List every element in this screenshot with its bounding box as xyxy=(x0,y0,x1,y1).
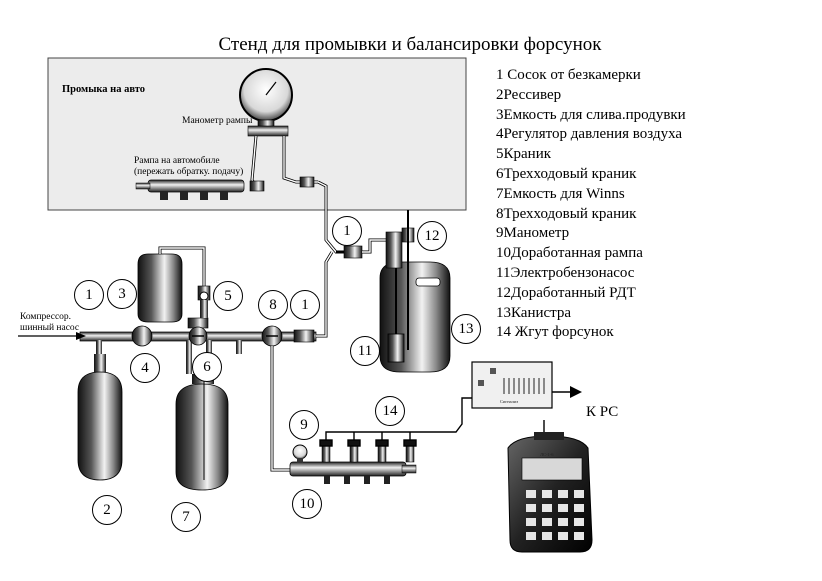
callout-11: 11 xyxy=(350,336,380,366)
diagnostic-tester xyxy=(507,420,593,553)
legend-item: 10Доработанная рампа xyxy=(496,245,643,262)
legend-item: 1 Сосок от безкамерки xyxy=(496,67,641,83)
callout-14: 14 xyxy=(375,396,405,426)
callout-12: 12 xyxy=(417,221,447,251)
legend-item: 6Трехходовый краник xyxy=(496,165,637,182)
legend-item: 9Манометр xyxy=(496,225,570,242)
legend-item: 11Электробензонасос xyxy=(496,264,635,281)
callout-13: 13 xyxy=(451,314,481,344)
canister-assembly xyxy=(336,210,451,373)
pc-label: К РС xyxy=(586,404,619,420)
diagram-title: Стенд для промывки и балансировки форсун… xyxy=(218,34,602,55)
controller-label: Сигнализ xyxy=(500,399,519,404)
modified-rail xyxy=(289,444,417,484)
legend-item: 14 Жгут форсунок xyxy=(496,324,614,341)
winns-tank xyxy=(175,374,229,491)
legend-item: 13Канистра xyxy=(496,304,572,321)
gauge-label: Манометр рампы xyxy=(182,116,253,126)
callout-9: 9 xyxy=(289,410,319,440)
callout-3: 3 xyxy=(107,279,137,309)
rail-label: Рампа на автомобиле (пережать обратку. п… xyxy=(134,156,244,177)
inset-panel xyxy=(47,57,467,211)
legend-item: 5Краник xyxy=(496,146,552,163)
callout-6: 6 xyxy=(192,352,222,382)
callout-1-outlet: 1 xyxy=(290,290,320,320)
callout-4: 4 xyxy=(130,353,160,383)
callout-5: 5 xyxy=(213,281,243,311)
compressor-label: Компрессор. шинный насос xyxy=(20,312,80,333)
legend-item: 7Емкость для Winns xyxy=(496,185,625,202)
legend-item: 12Доработанный РДТ xyxy=(496,284,636,301)
legend-list: 1 Сосок от безкамерки 2Рессивер 3Емкость… xyxy=(496,66,686,343)
inset-title: Промыка на авто xyxy=(62,84,146,95)
callout-2: 2 xyxy=(92,495,122,525)
callout-1-canister: 1 xyxy=(332,216,362,246)
legend-item: 4Регулятор давления воздуха xyxy=(496,126,683,143)
callout-8: 8 xyxy=(258,290,288,320)
legend-item: 2Рессивер xyxy=(496,86,562,103)
tester-label: ЛС-1-6 xyxy=(540,452,554,457)
callout-10: 10 xyxy=(292,489,322,519)
legend-item: 8Трехходовый краник xyxy=(496,205,637,222)
receiver-tank xyxy=(77,354,123,481)
main-manifold xyxy=(18,317,317,374)
legend-item: 3Емкость для слива.продувки xyxy=(496,106,686,123)
callout-1-inlet: 1 xyxy=(74,280,104,310)
callout-7: 7 xyxy=(171,502,201,532)
drain-tank xyxy=(137,246,211,323)
controller-box xyxy=(471,361,582,409)
injector-harness xyxy=(319,397,472,447)
